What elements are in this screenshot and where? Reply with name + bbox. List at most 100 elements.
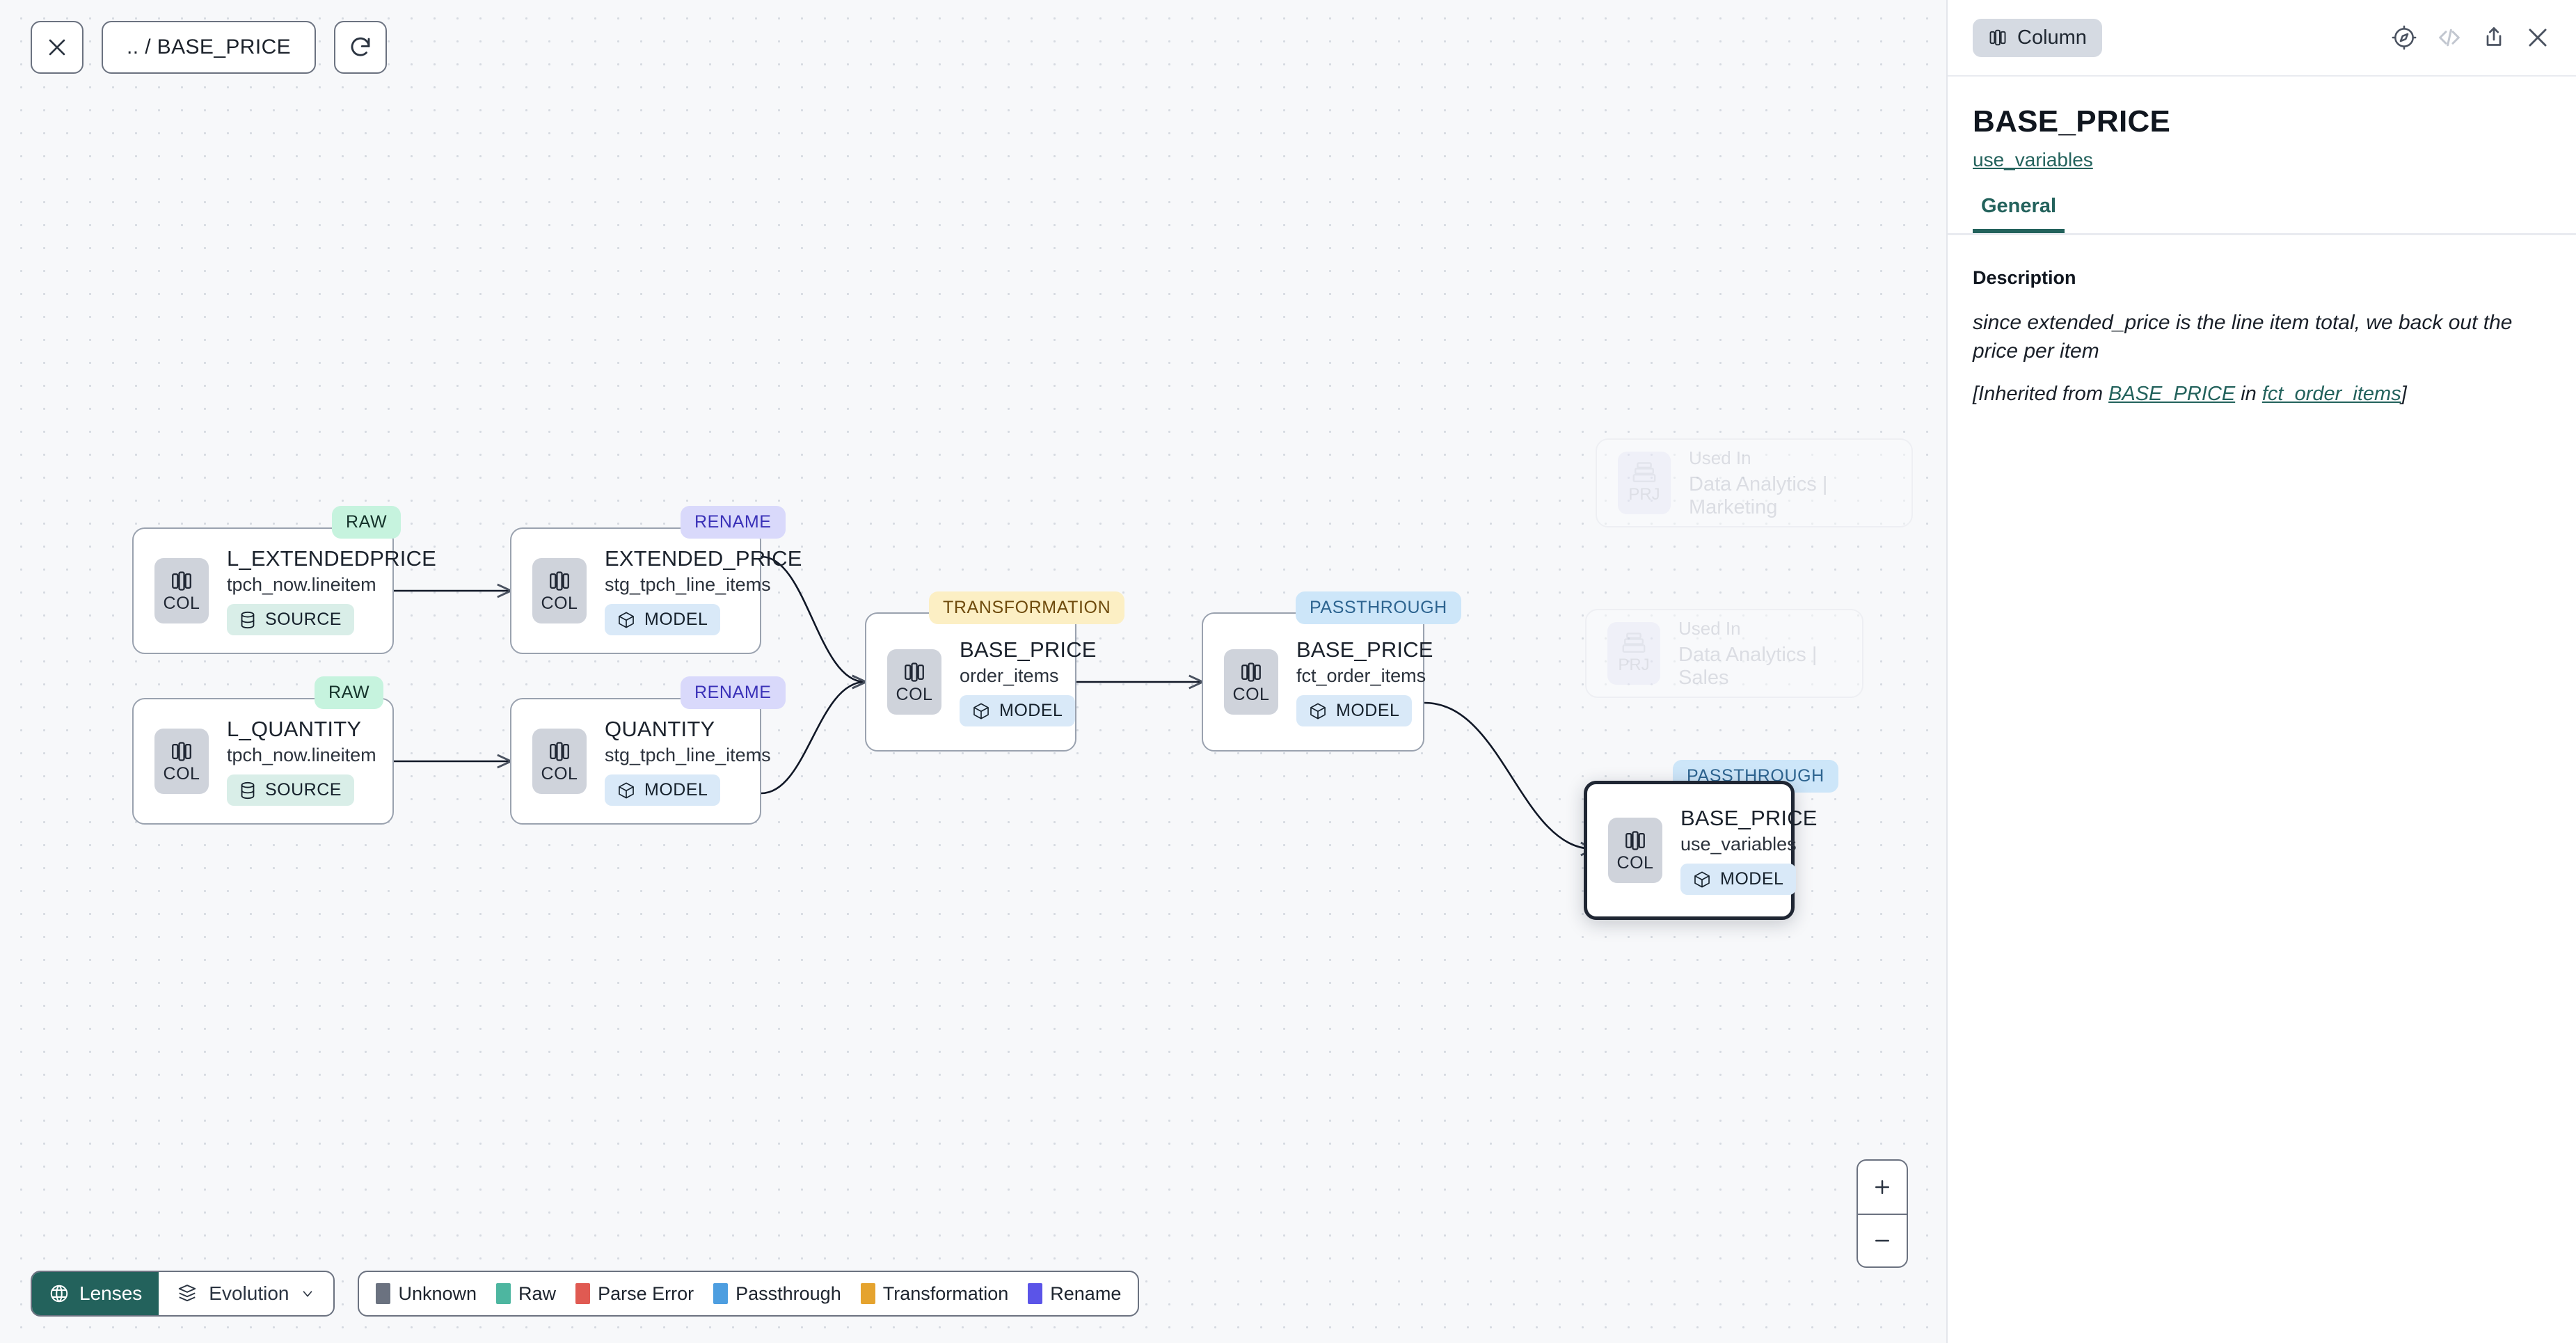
node-kind-badge: SOURCE — [227, 774, 354, 806]
column-icon-box: COL — [1224, 649, 1278, 715]
node-kind-label: MODEL — [999, 701, 1063, 720]
evolution-label: Evolution — [209, 1282, 289, 1304]
ghost-card-used-in-sales[interactable]: PRJ Used In Data Analytics | Sales — [1585, 609, 1863, 698]
cube-icon — [1310, 703, 1326, 719]
column-icon — [172, 742, 191, 761]
node-icon-label: COL — [541, 764, 578, 784]
node-subtitle: tpch_now.lineitem — [227, 745, 376, 765]
node-icon-label: COL — [896, 685, 933, 704]
chevron-down-icon — [303, 1291, 312, 1297]
parent-model-link[interactable]: use_variables — [1973, 149, 2093, 170]
node-base-price-order-items[interactable]: COL BASE_PRICE order_items MODEL — [865, 612, 1097, 752]
lens-badge-transformation: TRANSFORMATION — [929, 591, 1125, 624]
column-icon-box: COL — [532, 558, 587, 623]
node-kind-badge: SOURCE — [227, 604, 354, 635]
legend-label: Unknown — [398, 1282, 477, 1304]
inherited-column-link[interactable]: BASE_PRICE — [2108, 382, 2236, 405]
node-l-quantity[interactable]: COL L_QUANTITY tpch_now.lineitem SOURCE — [132, 698, 394, 825]
lens-control-group: Lenses Evolution — [31, 1271, 335, 1317]
lens-badge-raw: RAW — [332, 506, 401, 539]
node-title: BASE_PRICE — [1680, 806, 1818, 830]
description-text: since extended_price is the line item to… — [1973, 311, 2513, 363]
column-icon-box: COL — [154, 558, 209, 623]
share-icon[interactable] — [2481, 25, 2506, 50]
cube-icon — [973, 703, 989, 719]
legend-swatch — [860, 1283, 875, 1304]
lens-badge-raw: RAW — [315, 676, 384, 709]
code-icon[interactable] — [2435, 24, 2463, 51]
legend-item: Passthrough — [713, 1283, 841, 1305]
column-icon-box: COL — [532, 729, 587, 794]
breadcrumb[interactable]: .. / BASE_PRICE — [102, 21, 317, 74]
node-base-price-use-variables[interactable]: COL BASE_PRICE use_variables MODEL — [1584, 781, 1818, 920]
node-kind-badge: MODEL — [605, 604, 721, 635]
node-kind-badge: MODEL — [1296, 695, 1413, 726]
inherited-model-link[interactable]: fct_order_items — [2261, 382, 2401, 405]
ghost-icon-label: PRJ — [1618, 655, 1650, 674]
column-icon-box: COL — [1608, 818, 1662, 883]
panel-actions — [2391, 24, 2551, 51]
node-kind-label: SOURCE — [265, 610, 342, 629]
lenses-button[interactable]: Lenses — [32, 1272, 159, 1315]
compass-icon[interactable] — [2391, 24, 2417, 51]
node-icon-label: COL — [163, 764, 200, 784]
tab-general[interactable]: General — [1973, 195, 2065, 233]
refresh-icon — [351, 37, 370, 56]
lens-badge-passthrough: PASSTHROUGH — [1296, 591, 1461, 624]
column-icon — [1989, 29, 2006, 46]
node-title: BASE_PRICE — [960, 637, 1097, 662]
legend-label: Parse Error — [598, 1282, 694, 1304]
lineage-canvas[interactable]: .. / BASE_PRICE — [0, 0, 1946, 1343]
ghost-card-used-in-marketing[interactable]: PRJ Used In Data Analytics | Marketing — [1596, 438, 1913, 527]
legend-label: Transformation — [882, 1282, 1009, 1304]
entity-type-chip: Column — [1973, 18, 2102, 57]
node-subtitle: stg_tpch_line_items — [605, 574, 771, 595]
refresh-button[interactable] — [334, 21, 388, 74]
node-title: EXTENDED_PRICE — [605, 546, 802, 571]
inherited-suffix: ] — [2401, 382, 2407, 405]
database-icon — [241, 611, 255, 628]
node-icon-label: COL — [1616, 853, 1654, 873]
evolution-dropdown[interactable]: Evolution — [159, 1272, 333, 1315]
panel-header: Column — [1948, 0, 2576, 77]
canvas-bottom-bar: Lenses Evolution Unknown Raw Parse Error… — [31, 1271, 1140, 1317]
lens-badge-rename: RENAME — [681, 676, 786, 709]
prj-icon: PRJ — [1607, 622, 1660, 685]
lenses-label: Lenses — [79, 1282, 143, 1304]
column-icon-box: COL — [154, 729, 209, 794]
details-panel: Column BASE_PRICE use_variables Gener — [1946, 0, 2576, 1343]
lens-icon — [50, 1285, 68, 1303]
inherited-prefix: [Inherited from — [1973, 382, 2109, 405]
node-quantity[interactable]: COL QUANTITY stg_tpch_line_items MODEL — [510, 698, 771, 825]
node-title: BASE_PRICE — [1296, 637, 1433, 662]
column-icon — [550, 571, 569, 591]
node-base-price-fct-order-items[interactable]: COL BASE_PRICE fct_order_items MODEL — [1202, 612, 1433, 752]
close-graph-button[interactable] — [31, 21, 84, 74]
column-icon — [905, 662, 924, 682]
column-icon — [172, 571, 191, 591]
node-subtitle: stg_tpch_line_items — [605, 745, 771, 765]
cube-icon — [619, 612, 634, 628]
plus-icon — [1875, 1180, 1889, 1194]
node-subtitle: use_variables — [1680, 834, 1797, 855]
zoom-in-button[interactable] — [1858, 1161, 1907, 1214]
cube-icon — [619, 782, 634, 798]
node-kind-label: MODEL — [644, 610, 708, 629]
legend-item: Transformation — [860, 1282, 1009, 1305]
close-icon[interactable] — [2525, 24, 2551, 51]
zoom-controls — [1857, 1159, 1908, 1268]
node-kind-label: SOURCE — [265, 780, 342, 800]
node-kind-label: MODEL — [1336, 701, 1400, 720]
panel-tabs: General — [1948, 195, 2576, 235]
node-extended-price[interactable]: COL EXTENDED_PRICE stg_tpch_line_items M… — [510, 527, 802, 654]
legend-item: Parse Error — [575, 1283, 694, 1305]
node-icon-label: COL — [541, 594, 578, 613]
ghost-project-name: Data Analytics | Sales — [1678, 643, 1818, 689]
node-kind-badge: MODEL — [960, 695, 1076, 726]
zoom-out-button[interactable] — [1858, 1214, 1907, 1266]
column-icon — [1625, 831, 1645, 850]
ghost-used-in-label: Used In — [1678, 617, 1741, 639]
minus-icon — [1875, 1239, 1889, 1242]
legend-swatch — [376, 1283, 391, 1304]
node-l-extendedprice[interactable]: COL L_EXTENDEDPRICE tpch_now.lineitem SO… — [132, 527, 436, 654]
